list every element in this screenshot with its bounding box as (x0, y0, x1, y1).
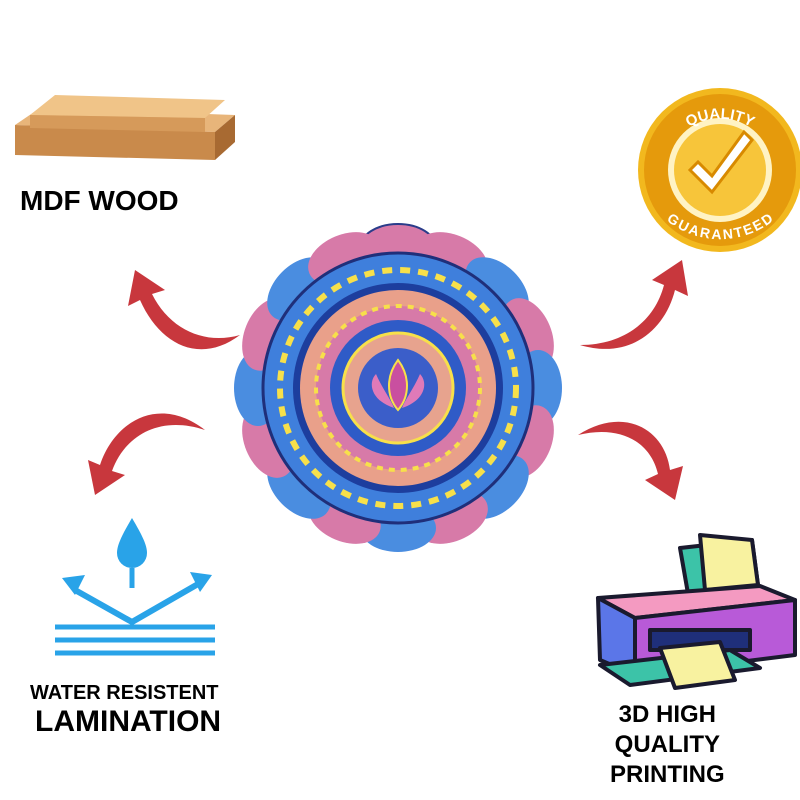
mandala-artwork (234, 223, 562, 552)
water-resistant-label: WATER RESISTENT (30, 682, 219, 704)
quality-guaranteed-badge-icon: QUALITY GUARANTEED (638, 88, 800, 252)
arrow-down-left-icon (88, 413, 205, 495)
lamination-label: LAMINATION (35, 705, 222, 738)
printing-line-2: QUALITY (614, 731, 720, 758)
arrow-up-right-icon (580, 260, 688, 349)
water-resistant-icon (55, 518, 215, 656)
arrows (88, 260, 688, 500)
wood-planks-icon (15, 95, 235, 160)
printer-icon (596, 533, 797, 690)
printing-line-1: 3D HIGH (618, 701, 717, 728)
printing-line-3: PRINTING (610, 761, 725, 788)
arrow-up-left-icon (128, 270, 240, 350)
arrow-down-right-icon (578, 421, 683, 500)
mdf-wood-label: MDF WOOD (20, 185, 179, 216)
printing-label: 3D HIGH QUALITY PRINTING (610, 700, 725, 790)
